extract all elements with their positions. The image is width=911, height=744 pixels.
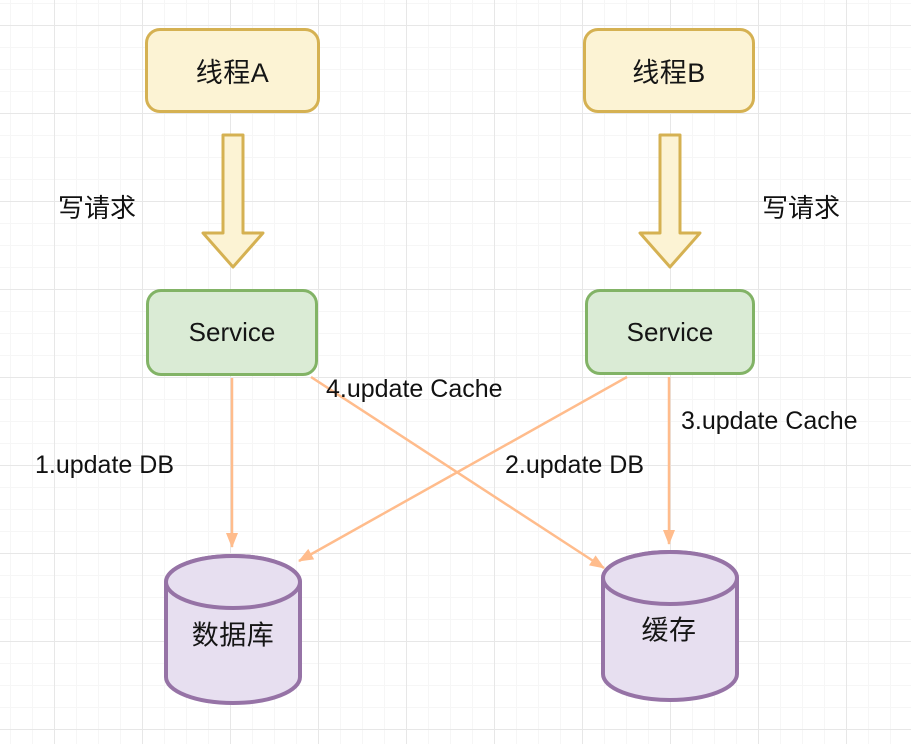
node-service-b: Service	[585, 289, 755, 375]
node-service-b-label: Service	[626, 316, 714, 347]
block-arrow-thread-a-icon	[201, 133, 265, 269]
edge-label-write-request-a: 写请求	[58, 193, 137, 223]
node-thread-a-label: 线程A	[195, 58, 270, 88]
edge-label-step2-update-db: 2.update DB	[505, 451, 644, 479]
edge-label-step4-update-cache: 4.update Cache	[326, 375, 503, 403]
block-arrow-thread-b-icon	[638, 133, 702, 269]
node-cache-shape	[601, 550, 739, 702]
connector-4-update-cache	[310, 375, 605, 570]
edge-label-step3-update-cache: 3.update Cache	[681, 407, 858, 435]
node-thread-b-label: 线程B	[632, 58, 706, 88]
edge-label-write-request-b: 写请求	[762, 193, 841, 223]
node-thread-b: 线程B	[583, 28, 755, 113]
node-database-label: 数据库	[191, 620, 275, 651]
node-service-a: Service	[146, 289, 318, 376]
node-service-a-label: Service	[188, 317, 276, 347]
node-database-shape	[164, 554, 302, 705]
edge-label-step1-update-db: 1.update DB	[35, 451, 174, 479]
node-thread-a: 线程A	[145, 28, 320, 113]
node-cache-label: 缓存	[641, 615, 697, 646]
connector-2-update-db	[298, 375, 628, 563]
